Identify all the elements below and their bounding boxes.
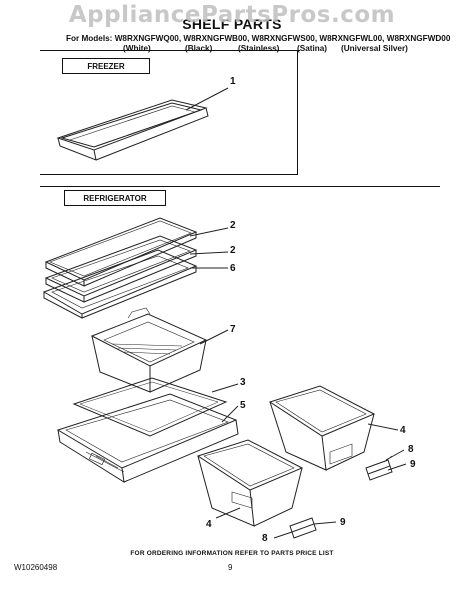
leader-9b — [313, 521, 337, 525]
models-numbers: W8RXNGFWQ00, W8RXNGFWB00, W8RXNGFWS00, W… — [114, 34, 451, 43]
shelf-frame — [42, 249, 198, 319]
leader-4a — [367, 423, 399, 431]
crisper-glass — [72, 377, 228, 437]
callout-8b: 8 — [262, 533, 268, 544]
freezer-frame-bottom — [40, 174, 298, 175]
callout-2a: 2 — [230, 220, 236, 231]
refrigerator-label: REFRIGERATOR — [64, 190, 166, 206]
callout-3: 3 — [240, 377, 246, 388]
glass-shelf-lower — [44, 235, 198, 303]
leader-3 — [211, 383, 239, 393]
ordering-note: FOR ORDERING INFORMATION REFER TO PARTS … — [130, 550, 334, 557]
document-number: W10260498 — [14, 563, 58, 572]
callout-7: 7 — [230, 324, 236, 335]
page-title: SHELF PARTS — [182, 16, 282, 32]
freezer-frame-top — [40, 50, 300, 51]
color-universal-silver: (Universal Silver) — [341, 44, 408, 53]
glass-shelf-upper — [44, 217, 198, 287]
refrigerator-frame-top — [40, 186, 440, 187]
models-prefix: For Models: — [66, 34, 113, 43]
callout-2b: 2 — [230, 245, 236, 256]
color-stainless: (Stainless) — [238, 44, 280, 53]
leader-8b — [273, 531, 293, 539]
callout-4a: 4 — [400, 425, 406, 436]
leader-2b — [189, 251, 229, 255]
freezer-label: FREEZER — [62, 58, 150, 74]
callout-6: 6 — [230, 263, 236, 274]
color-satina: (Satina) — [297, 44, 328, 53]
callout-9b: 9 — [340, 517, 346, 528]
crisper-cover-frame — [56, 393, 239, 483]
leader-9a — [387, 463, 407, 471]
callout-4b: 4 — [206, 519, 212, 530]
drawer-clip-left — [289, 517, 317, 539]
crisper-drawer-right — [268, 385, 376, 471]
page-number: 9 — [228, 563, 233, 572]
color-white: (White) — [123, 44, 151, 53]
drawer-clip-right — [365, 455, 393, 481]
crisper-drawer-left — [196, 439, 304, 527]
callout-9a: 9 — [410, 459, 416, 470]
leader-5 — [221, 405, 239, 423]
leader-2a — [189, 227, 229, 237]
leader-1 — [185, 87, 229, 111]
callout-5: 5 — [240, 400, 246, 411]
freezer-shelf — [56, 99, 209, 161]
leader-7 — [199, 329, 229, 345]
leader-4b — [215, 507, 241, 519]
callout-8a: 8 — [408, 444, 414, 455]
model-list: For Models: W8RXNGFWQ00, W8RXNGFWB00, W8… — [66, 34, 450, 53]
callout-1: 1 — [230, 76, 236, 87]
leader-8a — [385, 449, 405, 461]
freezer-frame-right — [297, 50, 298, 174]
color-black: (Black) — [185, 44, 213, 53]
